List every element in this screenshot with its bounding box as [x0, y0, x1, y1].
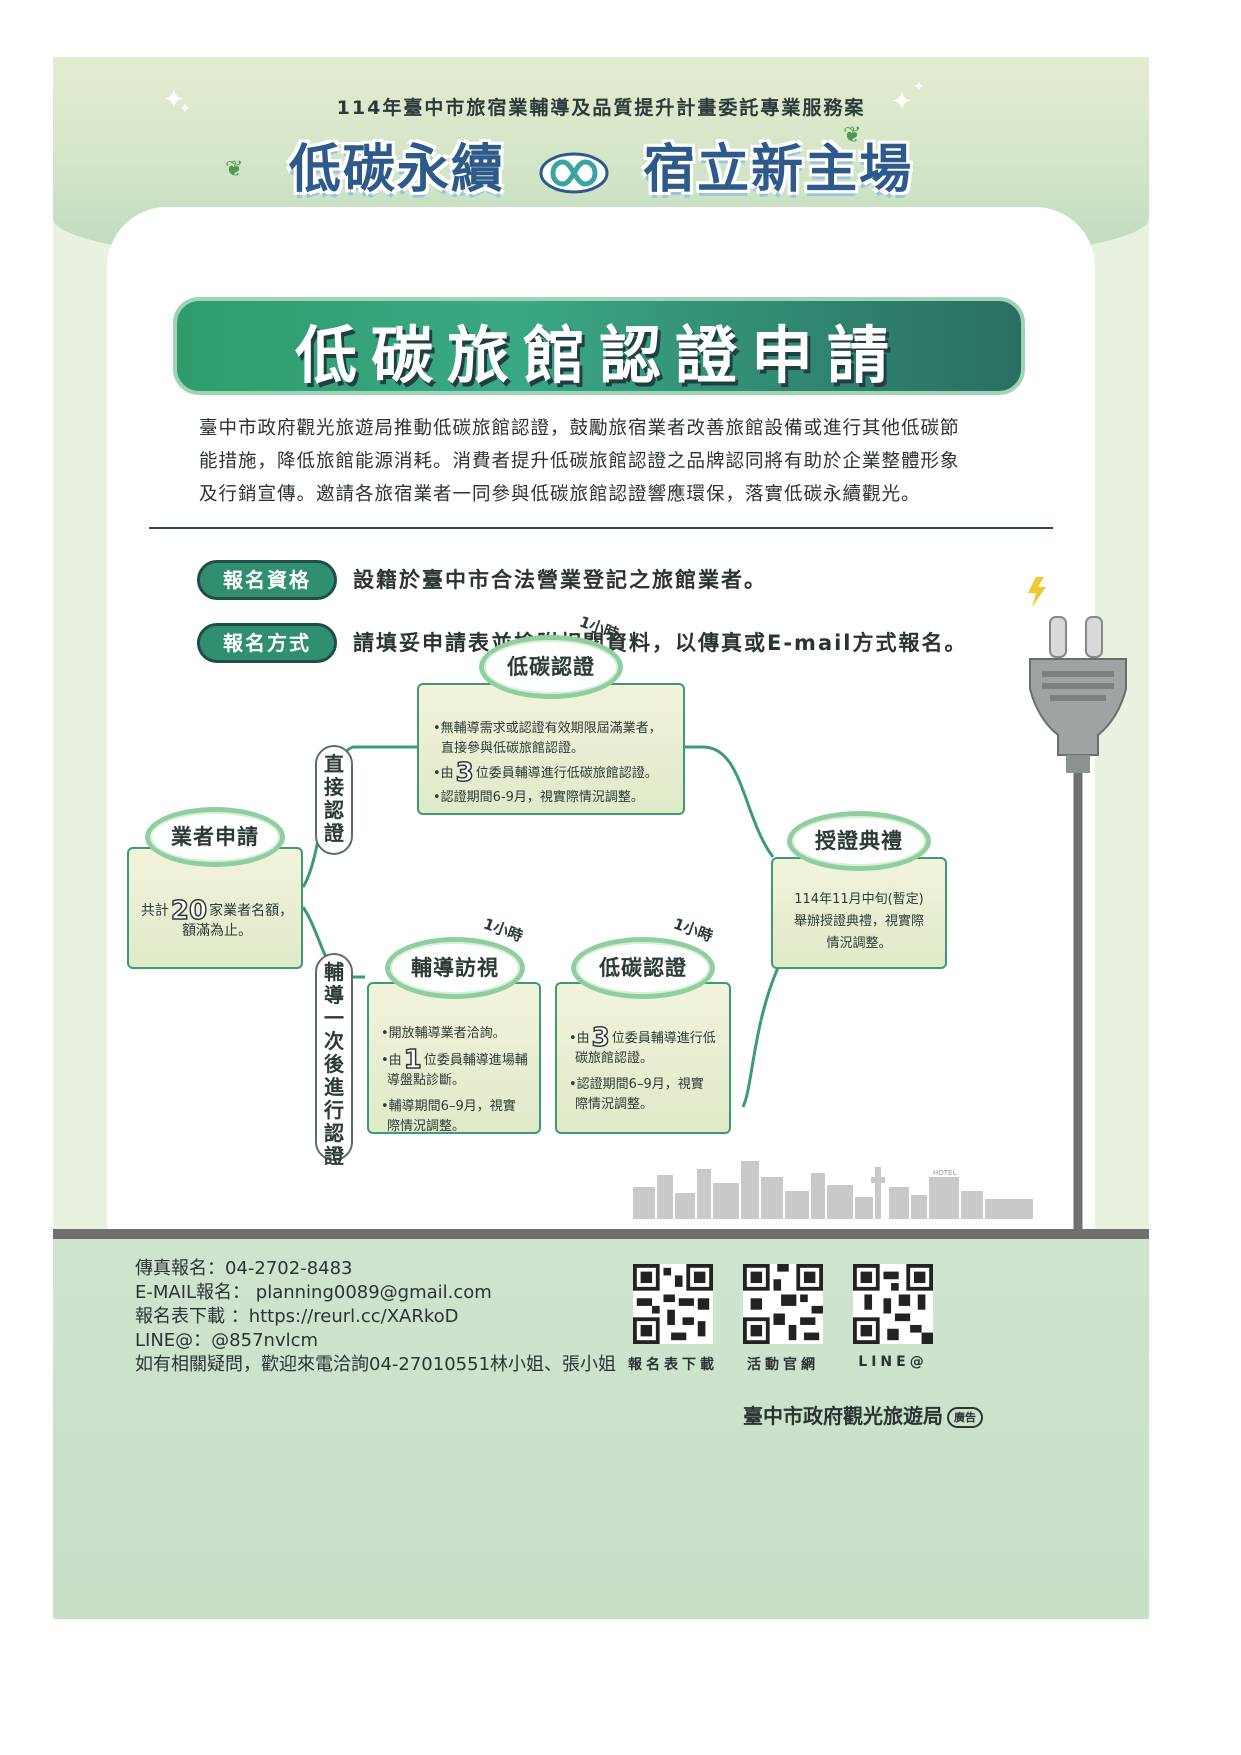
sparkle-icon: ✦: [179, 101, 191, 117]
banner-title: 低碳旅館認證申請: [294, 319, 903, 392]
poster: ✦ ✦ ✦ ✦ 114年臺中市旅宿業輔導及品質提升計畫委託專業服務案 低碳永續 …: [53, 57, 1149, 1619]
contact-info: 傳真報名：04-2702-8483 E-MAIL報名： planning0089…: [135, 1257, 616, 1377]
bottom-cert-text: •認證期間6–9月，視實: [569, 1077, 704, 1092]
bottom-cert-text: 位委員輔導進行低: [611, 1031, 716, 1046]
campaign-logo: 低碳永續 宿立新主場: [53, 127, 1149, 202]
top-cert-text: •認證期間6-9月，視實際情況調整。: [433, 790, 644, 805]
direct-cert-text: 直接認證: [324, 752, 344, 845]
email-link[interactable]: E-MAIL報名： planning0089@gmail.com: [135, 1282, 492, 1303]
cord-line: [53, 1229, 1149, 1239]
inquiry-info: 如有相關疑問，歡迎來電洽詢04-27010551林小姐、張小姐: [135, 1354, 617, 1375]
footer: [53, 1239, 1149, 1619]
visit-oval: 輔導訪視: [385, 937, 525, 999]
leaf-icon: ❦: [225, 157, 244, 182]
visit-text: 導盤點診斷。: [387, 1073, 466, 1088]
bottom-cert-text: 際情況調整。: [575, 1097, 654, 1112]
sparkle-icon: ✦: [913, 79, 925, 95]
eligibility-label: 報名資格: [197, 560, 337, 600]
intro-line: 能措施，降低旅館能源消耗。消費者提升低碳旅館認證之品牌認同將有助於企業整體形象: [199, 451, 960, 472]
agency-text: 臺中市政府觀光旅遊局: [743, 1404, 943, 1428]
qr-code-website[interactable]: [743, 1264, 823, 1344]
bottom-cert-text: •由: [569, 1031, 590, 1046]
qr-label-website: 活動官網: [747, 1357, 819, 1373]
sparkle-icon: ✦: [163, 85, 185, 115]
fax-info: 傳真報名：04-2702-8483: [135, 1258, 353, 1279]
bottom-cert-oval: 低碳認證: [571, 937, 715, 999]
logo-left-text: 低碳永續: [288, 140, 505, 200]
ad-badge: 廣告: [947, 1407, 983, 1428]
qr-code-line[interactable]: [853, 1264, 933, 1344]
top-cert-text: •由: [433, 766, 454, 781]
top-cert-oval: 低碳認證: [479, 635, 623, 699]
ceremony-text: 舉辦授證典禮，視實際: [793, 914, 924, 929]
visit-text: 位委員輔導進場輔: [423, 1053, 528, 1068]
qr-label-line: LINE@: [858, 1354, 928, 1370]
ceremony-box: 114年11月中旬(暫定) 舉辦授證典禮，視實際 情況調整。: [771, 857, 947, 969]
visit-text: •輔導期間6–9月，視實: [381, 1099, 516, 1114]
top-cert-text: •無輔導需求或認證有效期限屆滿業者，: [433, 721, 662, 736]
apply-text: 家業者名額，: [209, 903, 294, 919]
top-cert-number: 3: [455, 758, 475, 788]
direct-cert-label: 直接認證: [315, 745, 353, 855]
top-cert-text: 位委員輔導進行低碳旅館認證。: [475, 766, 658, 781]
visit-text: 際情況調整。: [387, 1119, 466, 1134]
top-cert-text: 直接參與低碳旅館認證。: [441, 741, 585, 756]
visit-number: 1: [403, 1045, 423, 1075]
sparkle-icon: ✦: [891, 87, 913, 117]
method-text: 請填妥申請表並檢附相關資料，以傳真或E-mail方式報名。: [353, 631, 968, 655]
agency-name: 臺中市政府觀光旅遊局廣告: [743, 1400, 983, 1429]
apply-text: 額滿為止。: [182, 923, 252, 939]
intro-paragraph: 臺中市政府觀光旅遊局推動低碳旅館認證，鼓勵旅宿業者改善旅館設備或進行其他低碳節 …: [199, 412, 1019, 511]
lightning-icon: [1028, 577, 1046, 607]
visit-text: •由: [381, 1053, 402, 1068]
eligibility-text: 設籍於臺中市合法營業登記之旅館業者。: [353, 568, 767, 592]
line-id: LINE@：@857nvlcm: [135, 1330, 319, 1351]
logo-right-text: 宿立新主場: [643, 140, 914, 200]
visit-text: •開放輔導業者洽詢。: [381, 1026, 506, 1041]
qr-label-form: 報名表下載: [628, 1357, 718, 1373]
project-subtitle: 114年臺中市旅宿業輔導及品質提升計畫委託專業服務案: [336, 97, 866, 119]
apply-text: 共計: [140, 903, 169, 919]
hotel-sign: HOTEL: [933, 1169, 956, 1177]
bottom-cert-number: 3: [591, 1023, 611, 1053]
guided-cert-label: 輔導一次後進行認證: [315, 953, 353, 1168]
apply-oval: 業者申請: [145, 807, 285, 867]
intro-line: 及行銷宣傳。邀請各旅宿業者一同參與低碳旅館認證響應環保，落實低碳永續觀光。: [199, 484, 921, 505]
method-label: 報名方式: [197, 623, 337, 663]
guided-cert-text: 輔導一次後進行認證: [324, 960, 344, 1168]
form-link[interactable]: 報名表下載 ：https://reurl.cc/XARkoD: [135, 1306, 459, 1327]
ceremony-text: 情況調整。: [826, 936, 892, 951]
infinity-icon: [539, 152, 609, 194]
leaf-icon: ❦: [843, 123, 862, 148]
ceremony-oval: 授證典禮: [787, 811, 931, 871]
bottom-cert-text: 碳旅館認證。: [575, 1051, 654, 1066]
divider: [149, 527, 1053, 529]
ceremony-text: 114年11月中旬(暫定): [794, 892, 924, 907]
intro-line: 臺中市政府觀光旅遊局推動低碳旅館認證，鼓勵旅宿業者改善旅館設備或進行其他低碳節: [199, 418, 960, 439]
qr-code-form[interactable]: [633, 1264, 713, 1344]
apply-quota-number: 20: [170, 896, 208, 926]
skyline: HOTEL: [633, 1161, 1033, 1219]
title-banner: 低碳旅館認證申請: [173, 297, 1025, 395]
